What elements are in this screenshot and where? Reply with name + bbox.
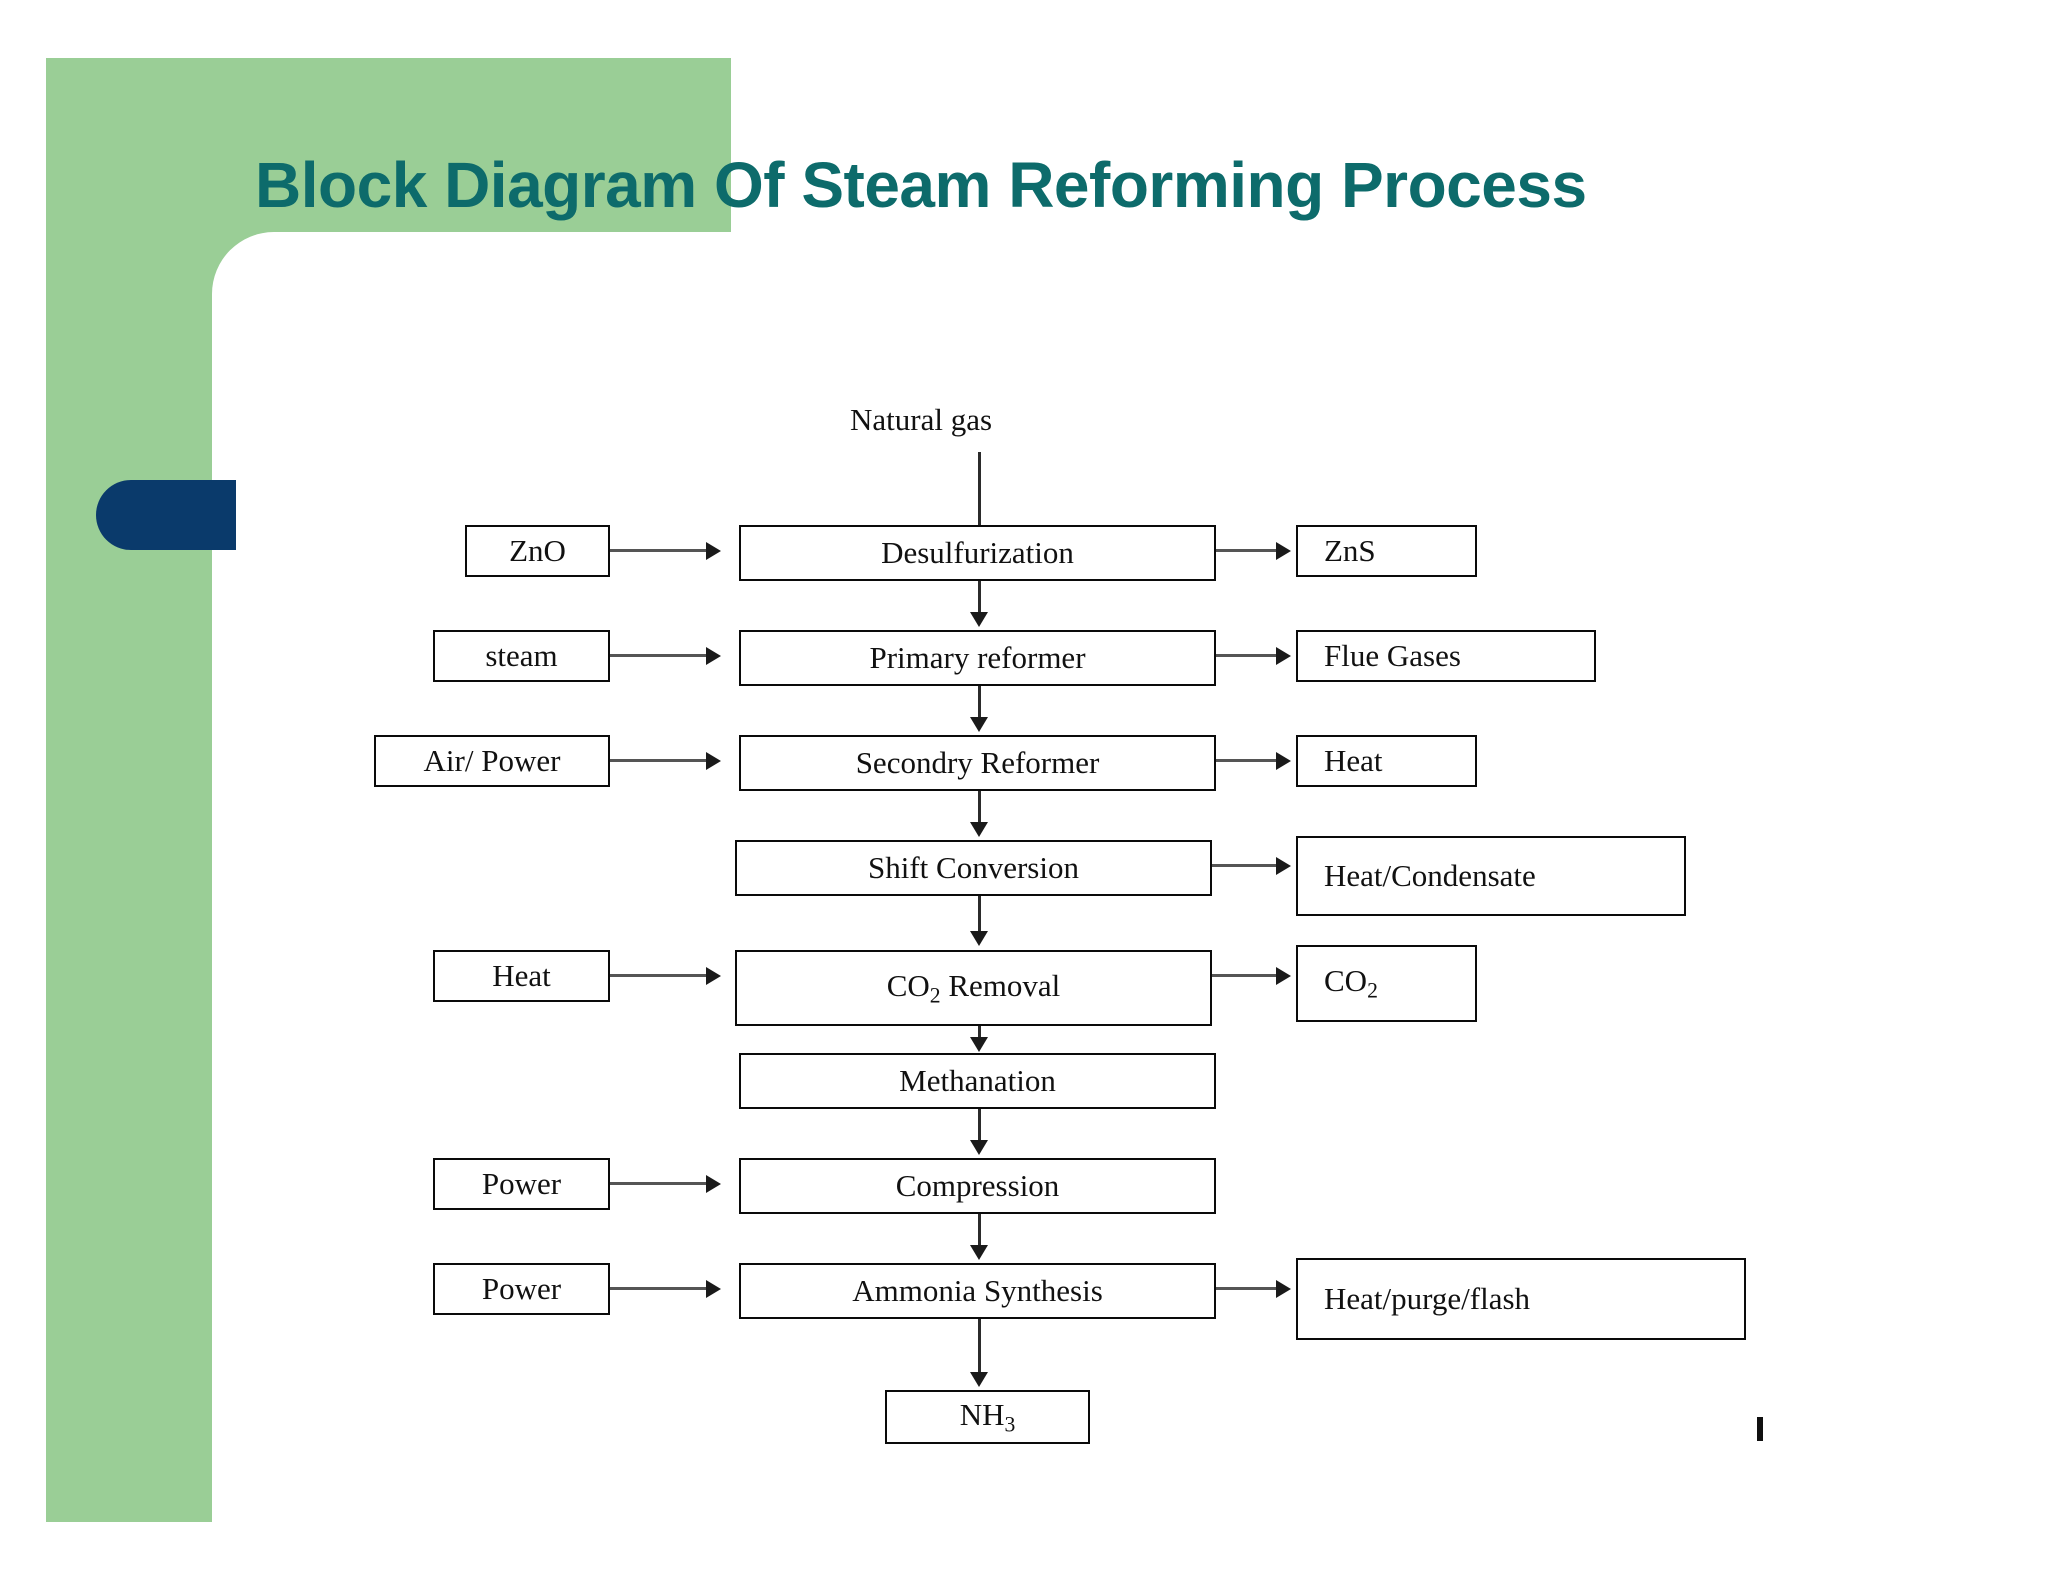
arrowhead-power-ammonia-in: [706, 1280, 721, 1298]
arrowhead-steam-in: [706, 647, 721, 665]
arrowhead-heat-in: [706, 967, 721, 985]
box-label: Heat: [492, 958, 551, 993]
arrowhead-secondary-to-shift: [970, 822, 988, 837]
box-label: ZnS: [1324, 533, 1376, 568]
process-box-ammonia-synthesis[interactable]: Ammonia Synthesis: [739, 1263, 1216, 1319]
arrowhead-compression-to-ammonia: [970, 1245, 988, 1260]
input-box-power-ammonia[interactable]: Power: [433, 1263, 610, 1315]
box-label: Secondry Reformer: [855, 745, 1100, 780]
connector-desulf-to-primary: [978, 581, 981, 615]
output-box-heat-condensate[interactable]: Heat/Condensate: [1296, 836, 1686, 916]
connector-power-compression-in: [610, 1182, 708, 1185]
output-box-flue-gases[interactable]: Flue Gases: [1296, 630, 1596, 682]
arrowhead-heat-out: [1276, 752, 1291, 770]
arrowhead-desulf-to-primary: [970, 612, 988, 627]
connector-heat-condensate-out: [1212, 864, 1278, 867]
box-label: Power: [481, 1166, 562, 1201]
output-box-heat-purge-flash[interactable]: Heat/purge/flash: [1296, 1258, 1746, 1340]
box-label: Air/ Power: [423, 743, 561, 778]
connector-co2-to-methanation: [978, 1026, 981, 1040]
arrowhead-zns-out: [1276, 542, 1291, 560]
box-label: Compression: [895, 1168, 1060, 1203]
input-box-zno[interactable]: ZnO: [465, 525, 610, 577]
arrowhead-heat-condensate-out: [1276, 857, 1291, 875]
process-box-co2-removal[interactable]: CO2 Removal: [735, 950, 1212, 1026]
box-label: steam: [485, 638, 558, 673]
connector-compression-to-ammonia: [978, 1214, 981, 1248]
process-box-secondary-reformer[interactable]: Secondry Reformer: [739, 735, 1216, 791]
arrowhead-methanation-to-compression: [970, 1140, 988, 1155]
box-label: Heat/Condensate: [1324, 858, 1536, 893]
arrowhead-heat-purge-flash-out: [1276, 1280, 1291, 1298]
box-label: Shift Conversion: [868, 850, 1079, 885]
connector-primary-to-secondary: [978, 686, 981, 720]
box-label: Heat: [1324, 743, 1383, 778]
input-box-steam[interactable]: steam: [433, 630, 610, 682]
box-label: Methanation: [899, 1063, 1056, 1098]
arrowhead-primary-to-secondary: [970, 717, 988, 732]
arrowhead-shift-to-co2: [970, 931, 988, 946]
connector-inlet: [978, 452, 981, 534]
output-box-zns[interactable]: ZnS: [1296, 525, 1477, 577]
white-rounded-panel: [212, 232, 2048, 1582]
connector-shift-to-co2: [978, 896, 981, 934]
connector-air-power-in: [610, 759, 708, 762]
box-label: Desulfurization: [881, 535, 1074, 570]
inlet-label: Natural gas: [850, 402, 993, 437]
box-label: Power: [481, 1271, 562, 1306]
connector-ammonia-to-nh3: [978, 1319, 981, 1375]
process-box-desulfurization[interactable]: Desulfurization: [739, 525, 1216, 581]
box-label: NH3: [959, 1396, 1016, 1437]
input-box-air-power[interactable]: Air/ Power: [374, 735, 610, 787]
connector-heat-purge-flash-out: [1216, 1287, 1278, 1290]
output-box-heat[interactable]: Heat: [1296, 735, 1477, 787]
box-label: CO2 Removal: [886, 967, 1061, 1008]
connector-heat-out: [1216, 759, 1278, 762]
box-label: Heat/purge/flash: [1324, 1281, 1531, 1316]
product-box-nh3[interactable]: NH3: [885, 1390, 1090, 1444]
arrowhead-co2-out: [1276, 967, 1291, 985]
process-box-methanation[interactable]: Methanation: [739, 1053, 1216, 1109]
input-box-heat[interactable]: Heat: [433, 950, 610, 1002]
input-box-power-compression[interactable]: Power: [433, 1158, 610, 1210]
arrowhead-flue-gases-out: [1276, 647, 1291, 665]
page-title: Block Diagram Of Steam Reforming Process: [255, 149, 1587, 221]
process-box-compression[interactable]: Compression: [739, 1158, 1216, 1214]
connector-steam-in: [610, 654, 708, 657]
connector-secondary-to-shift: [978, 791, 981, 825]
arrowhead-co2-to-methanation: [970, 1037, 988, 1052]
connector-zno-in: [610, 549, 708, 552]
connector-methanation-to-compression: [978, 1109, 981, 1143]
box-label: Ammonia Synthesis: [852, 1273, 1103, 1308]
connector-heat-in: [610, 974, 708, 977]
box-label: CO2: [1324, 963, 1378, 1003]
connector-co2-out: [1212, 974, 1278, 977]
arrowhead-air-power-in: [706, 752, 721, 770]
process-box-primary-reformer[interactable]: Primary reformer: [739, 630, 1216, 686]
connector-zns-out: [1216, 549, 1278, 552]
box-label: ZnO: [509, 533, 566, 568]
connector-power-ammonia-in: [610, 1287, 708, 1290]
box-label: Flue Gases: [1324, 638, 1461, 673]
process-box-shift-conversion[interactable]: Shift Conversion: [735, 840, 1212, 896]
navy-rounded-accent: [96, 480, 236, 550]
box-label: Primary reformer: [869, 640, 1086, 675]
connector-flue-gases-out: [1216, 654, 1278, 657]
arrowhead-zno-in: [706, 542, 721, 560]
arrowhead-ammonia-to-nh3: [970, 1372, 988, 1387]
stray-tick-mark: [1757, 1417, 1763, 1441]
arrowhead-power-compression-in: [706, 1175, 721, 1193]
output-box-co2[interactable]: CO2: [1296, 945, 1477, 1022]
